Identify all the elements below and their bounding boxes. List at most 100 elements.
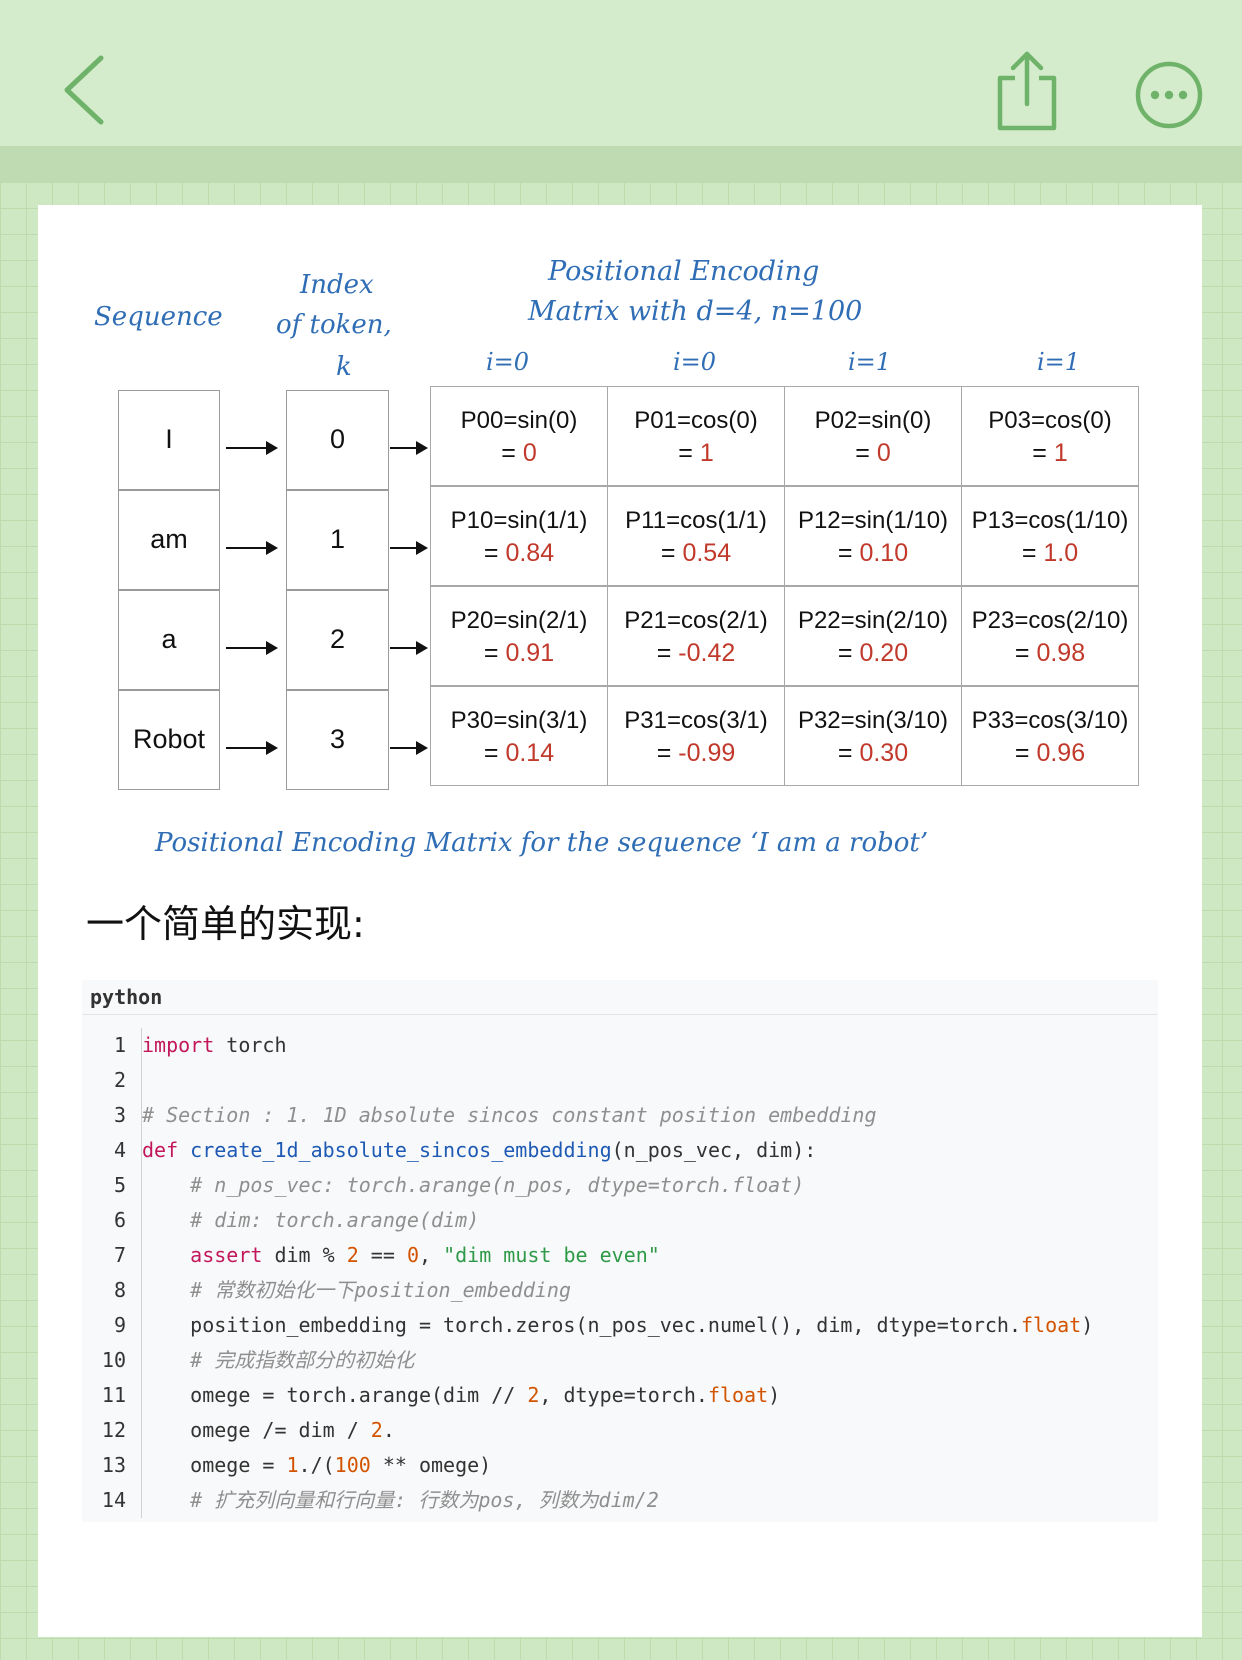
encoding-value: = -0.99 bbox=[608, 739, 784, 768]
encoding-number: 1.0 bbox=[1043, 539, 1079, 567]
encoding-value: = 1 bbox=[962, 439, 1138, 468]
encoding-value: = -0.42 bbox=[608, 639, 784, 668]
code-line: 14 # 扩充列向量和行向量: 行数为pos, 列数为dim/2 bbox=[82, 1483, 1158, 1518]
encoding-cell: P02=sin(0)= 0 bbox=[784, 386, 962, 486]
token-to-index-arrow bbox=[226, 741, 278, 755]
token-to-index-arrow bbox=[226, 541, 278, 555]
code-line: 12 omege /= dim / 2. bbox=[82, 1413, 1158, 1448]
top-navigation-bar bbox=[0, 0, 1242, 146]
encoding-cell: P23=cos(2/10)= 0.98 bbox=[961, 586, 1139, 686]
line-gutter bbox=[141, 1098, 142, 1133]
equals-sign: = bbox=[660, 539, 683, 567]
more-button[interactable] bbox=[1134, 60, 1204, 130]
encoding-formula: P23=cos(2/10) bbox=[971, 607, 1129, 634]
line-gutter bbox=[141, 1413, 142, 1448]
line-gutter bbox=[141, 1308, 142, 1343]
line-number: 9 bbox=[113, 1313, 126, 1337]
index-to-matrix-arrow bbox=[390, 441, 428, 455]
token-to-index-arrow bbox=[226, 441, 278, 455]
share-icon bbox=[997, 51, 1057, 131]
equals-sign: = bbox=[656, 739, 679, 767]
code-line: 4 def create_1d_absolute_sincos_embedding… bbox=[82, 1133, 1158, 1168]
encoding-formula: P22=sin(2/10) bbox=[797, 607, 949, 634]
line-number: 12 bbox=[101, 1418, 126, 1442]
index-box bbox=[286, 390, 389, 490]
equals-sign: = bbox=[656, 639, 679, 667]
encoding-cell: P10=sin(1/1)= 0.84 bbox=[430, 486, 608, 586]
encoding-value: = 1.0 bbox=[962, 539, 1138, 568]
line-gutter bbox=[141, 1168, 142, 1203]
encoding-value: = 0.30 bbox=[785, 739, 961, 768]
equals-sign: = bbox=[483, 739, 506, 767]
encoding-cell: P20=sin(2/1) = 0.91 bbox=[430, 586, 608, 686]
back-button[interactable] bbox=[55, 50, 115, 130]
encoding-formula: P02=sin(0) bbox=[814, 407, 932, 434]
section-title: 一个简单的实现: bbox=[86, 902, 365, 946]
encoding-cell: P03=cos(0) = 1 bbox=[961, 386, 1139, 486]
share-button[interactable] bbox=[995, 48, 1059, 132]
line-gutter bbox=[141, 1378, 142, 1413]
line-gutter bbox=[141, 1028, 142, 1063]
code-text: omege = 1./(100 ** omege) bbox=[142, 1453, 492, 1477]
line-number: 10 bbox=[101, 1348, 126, 1372]
column-header: i=0 bbox=[673, 348, 717, 376]
line-gutter bbox=[141, 1273, 142, 1308]
encoding-formula: P11=cos(1/1) bbox=[625, 507, 767, 534]
equals-sign: = bbox=[855, 439, 877, 467]
encoding-cell: P31=cos(3/1)= -0.99 bbox=[607, 686, 785, 786]
equals-sign: = bbox=[837, 739, 860, 767]
line-gutter bbox=[141, 1238, 142, 1273]
line-gutter bbox=[141, 1063, 142, 1098]
index-label-line-1: Index bbox=[300, 270, 374, 300]
code-text: assert dim % 2 == 0, "dim must be even" bbox=[190, 1243, 660, 1267]
index-box bbox=[286, 690, 389, 790]
matrix-title-line-2: Matrix with d=4, n=100 bbox=[528, 296, 863, 327]
code-text: omege /= dim / 2. bbox=[142, 1418, 395, 1442]
index-label-line-3: k bbox=[336, 352, 352, 382]
index-to-matrix-arrow bbox=[390, 741, 428, 755]
equals-sign: = bbox=[1021, 539, 1044, 567]
sequence-label: Sequence bbox=[94, 302, 223, 332]
sequence-token: I bbox=[165, 424, 173, 454]
line-number: 8 bbox=[113, 1278, 126, 1302]
encoding-formula: P32=sin(3/10) bbox=[797, 707, 949, 734]
token-index: 1 bbox=[329, 524, 346, 554]
line-number: 13 bbox=[101, 1453, 126, 1477]
encoding-number: 1 bbox=[1053, 439, 1068, 467]
code-text: omege = torch.arange(dim // 2, dtype=tor… bbox=[142, 1383, 781, 1407]
code-text: # dim: torch.arange(dim) bbox=[190, 1208, 480, 1232]
encoding-cell: P32=sin(3/10) = 0.30 bbox=[784, 686, 962, 786]
encoding-number: 0.20 bbox=[859, 639, 909, 667]
encoding-value: = 0.91 bbox=[431, 639, 607, 668]
equals-sign: = bbox=[1014, 639, 1037, 667]
sequence-box bbox=[118, 690, 220, 790]
encoding-number: 0.30 bbox=[859, 739, 909, 767]
encoding-number: 0.54 bbox=[682, 539, 732, 567]
encoding-value: = 0.10 bbox=[785, 539, 961, 568]
encoding-formula: P20=sin(2/1) bbox=[450, 607, 588, 634]
sequence-box bbox=[118, 490, 220, 590]
encoding-cell: P00=sin(0)= 0 bbox=[430, 386, 608, 486]
code-text: import torch bbox=[142, 1033, 287, 1057]
sequence-token: a bbox=[161, 624, 177, 654]
encoding-formula: P01=cos(0) bbox=[634, 407, 758, 434]
encoding-number: -0.99 bbox=[678, 739, 736, 767]
column-header: i=0 bbox=[486, 348, 530, 376]
encoding-formula: P12=sin(1/10) bbox=[797, 507, 949, 534]
code-text: def create_1d_absolute_sincos_embedding(… bbox=[142, 1138, 817, 1162]
code-header-divider bbox=[82, 1014, 1158, 1015]
encoding-cell: P21=cos(2/1)= -0.42 bbox=[607, 586, 785, 686]
code-line: 9 position_embedding = torch.zeros(n_pos… bbox=[82, 1308, 1158, 1343]
index-box bbox=[286, 490, 389, 590]
equals-sign: = bbox=[1014, 739, 1037, 767]
line-number: 2 bbox=[113, 1068, 126, 1092]
line-number: 4 bbox=[113, 1138, 126, 1162]
line-number: 11 bbox=[101, 1383, 126, 1407]
sequence-token: Robot bbox=[132, 724, 206, 754]
equals-sign: = bbox=[678, 439, 700, 467]
encoding-formula: P03=cos(0) bbox=[988, 407, 1112, 434]
encoding-value: = 0.96 bbox=[962, 739, 1138, 768]
line-number: 6 bbox=[113, 1208, 126, 1232]
sequence-box bbox=[118, 590, 220, 690]
encoding-value: = 0.20 bbox=[785, 639, 961, 668]
